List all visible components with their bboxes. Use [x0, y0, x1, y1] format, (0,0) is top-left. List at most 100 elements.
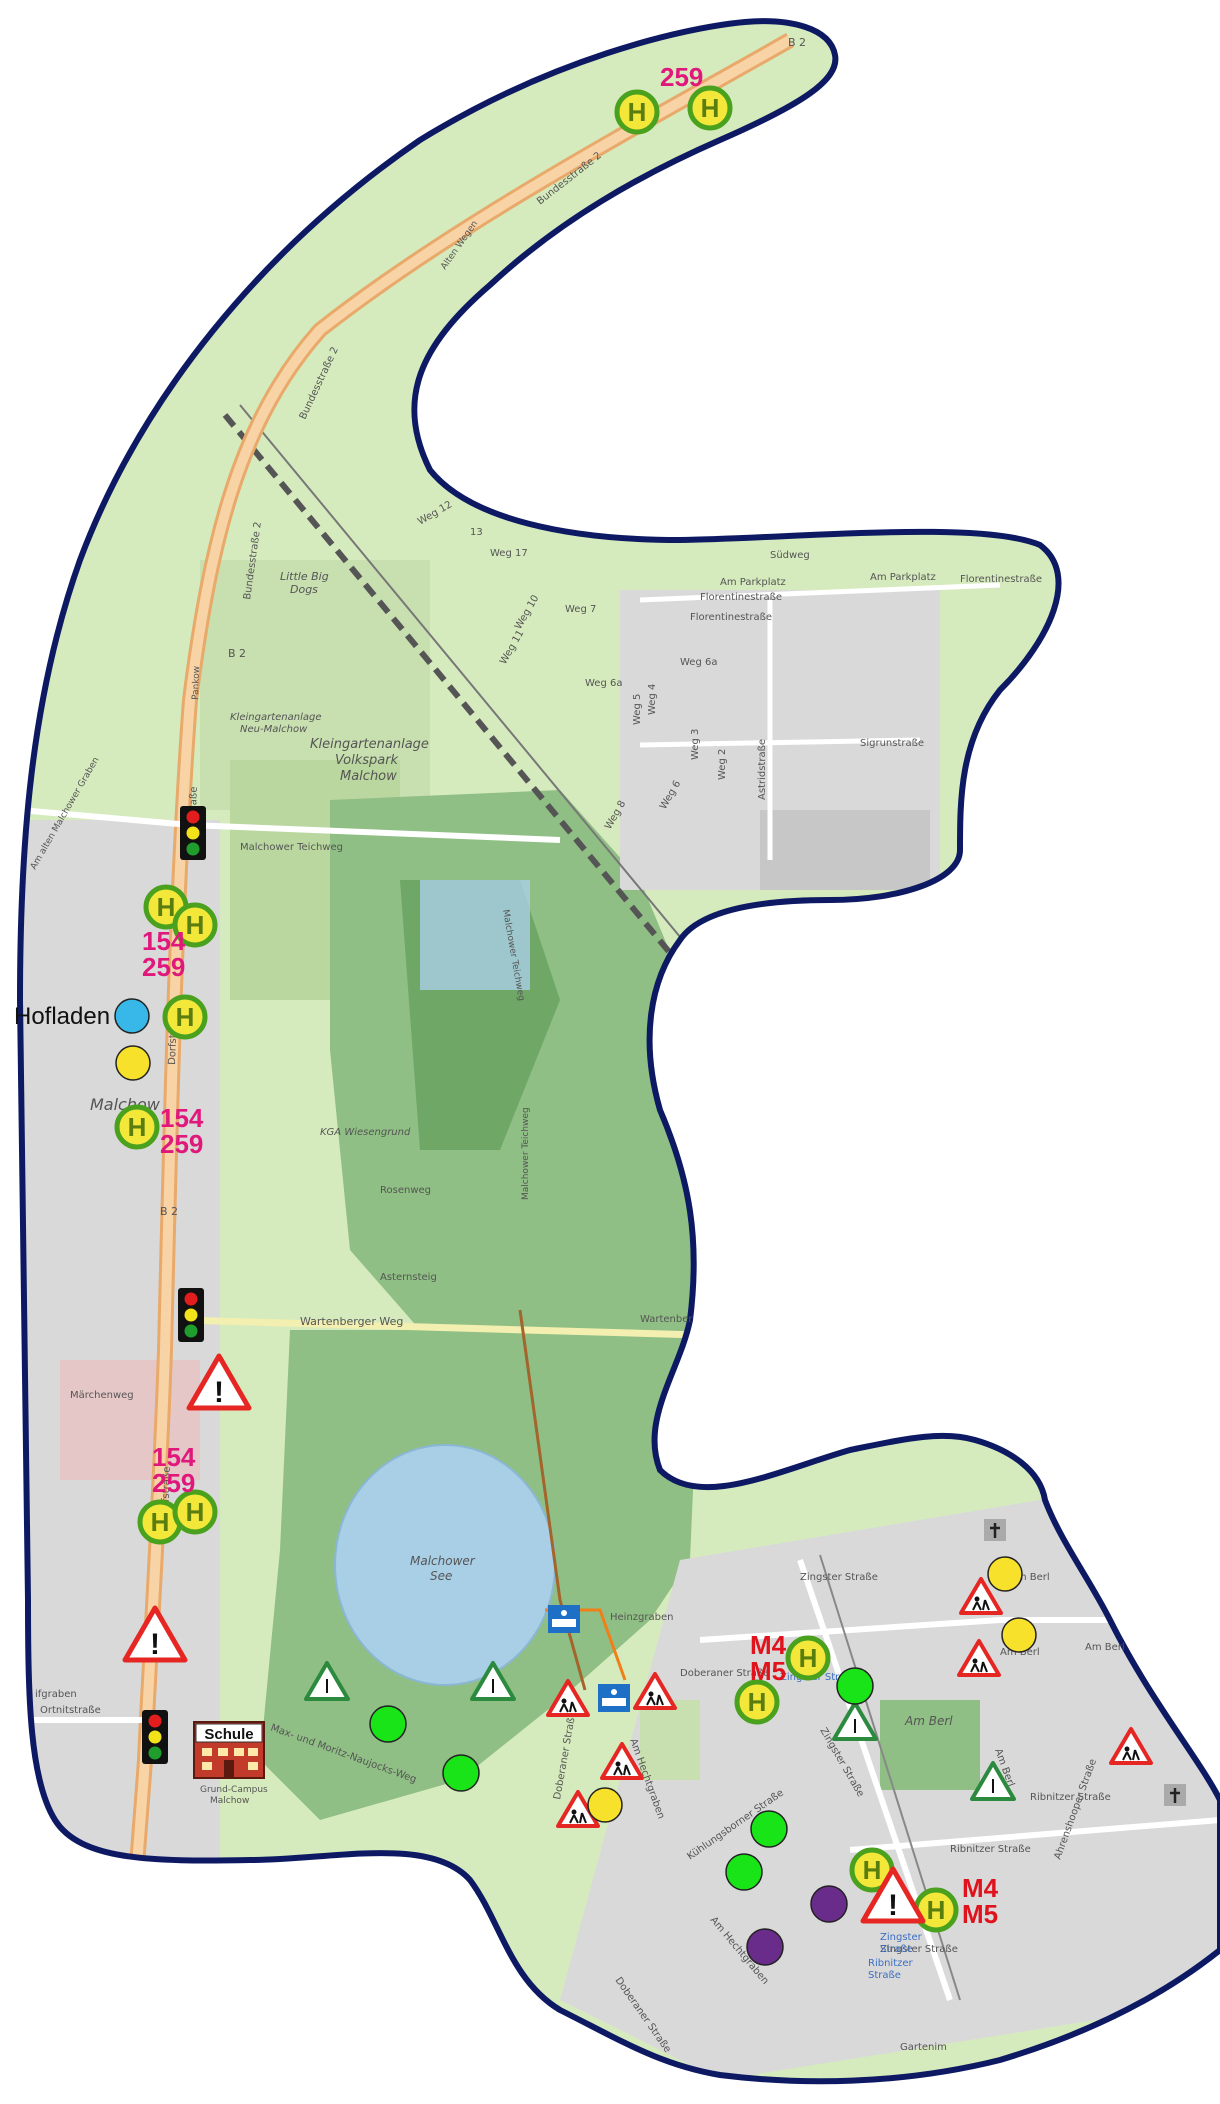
street-label: Heinzgraben [610, 1612, 673, 1623]
street-label: Weg 6a [585, 678, 622, 689]
school-caption: Grund-Campus [200, 1785, 268, 1795]
blue-marker[interactable] [114, 998, 150, 1034]
street-label: Rosenweg [380, 1185, 431, 1196]
street-label: Weg 17 [490, 548, 528, 559]
street-label: Ortnitstraße [40, 1705, 101, 1716]
svg-text:H: H [186, 1497, 205, 1527]
street-label: Weg 7 [565, 604, 596, 615]
area-boundary [16, 18, 1220, 2085]
tram-stop-icon[interactable]: H [734, 1679, 780, 1725]
svg-text:H: H [186, 910, 205, 940]
children-crossing-icon [633, 1672, 677, 1710]
danger-warning-icon: ! [122, 1605, 188, 1663]
street-label: Weg 5 [632, 694, 643, 725]
yellow-marker[interactable] [1001, 1617, 1037, 1653]
street-label: Ribnitzer Straße [950, 1844, 1031, 1855]
place-label: See [430, 1569, 452, 1583]
bus-stop-icon[interactable]: H [614, 89, 660, 135]
place-label: Malchow [340, 769, 397, 784]
street-label: Pankow [191, 666, 202, 700]
purple-marker[interactable] [810, 1885, 848, 1923]
yellow-marker[interactable] [115, 1045, 151, 1081]
tram-stop-icon[interactable]: H [785, 1635, 831, 1681]
yellow-marker[interactable] [587, 1787, 623, 1823]
green-triangle-icon [970, 1761, 1016, 1801]
school-icon[interactable]: Schule [193, 1721, 265, 1779]
street-label: Wartenberger Weg [300, 1315, 403, 1328]
cemetery-cross-icon [1164, 1784, 1186, 1806]
tram-line-number: M4 [750, 1630, 787, 1660]
green-marker[interactable] [369, 1705, 407, 1743]
tram-stop-icon[interactable]: H [849, 1847, 895, 1893]
children-crossing-icon [600, 1742, 644, 1780]
street-label: Ribnitzer [868, 1958, 914, 1969]
street-label: ifgraben [35, 1689, 77, 1700]
route-number: 259 [160, 1129, 203, 1159]
bus-stop-icon[interactable]: H [114, 1104, 160, 1150]
place-label: Malchower [410, 1554, 476, 1568]
place-label: KGA Wiesengrund [320, 1127, 411, 1138]
children-crossing-icon [957, 1639, 1001, 1677]
tram-line-number: M4 [962, 1873, 999, 1903]
street-label: Am Parkplatz [720, 577, 786, 588]
green-marker[interactable] [750, 1810, 788, 1848]
street-label: Florentinestraße [690, 612, 772, 623]
svg-text:H: H [151, 1507, 170, 1537]
street-label: Zingster [880, 1932, 923, 1943]
cemetery-cross-icon [984, 1519, 1006, 1541]
street-label: Weg 2 [717, 749, 728, 780]
children-crossing-icon [1109, 1727, 1153, 1765]
route-number: 154 [152, 1442, 196, 1472]
place-label: Dogs [290, 583, 318, 596]
yellow-marker[interactable] [987, 1556, 1023, 1592]
svg-text:H: H [927, 1895, 946, 1925]
street-label: Sigrunstraße [860, 738, 924, 749]
street-label: Malchower Teichweg [240, 842, 343, 853]
tram-line-number: M5 [750, 1656, 786, 1686]
place-label: Neu-Malchow [240, 724, 308, 735]
green-marker[interactable] [725, 1853, 763, 1891]
street-label: Asternsteig [380, 1272, 437, 1283]
tram-line-number: M5 [962, 1899, 998, 1929]
place-label: Am Berl [904, 1714, 953, 1728]
svg-text:!: ! [214, 1376, 224, 1409]
svg-text:H: H [157, 892, 176, 922]
svg-text:H: H [748, 1687, 767, 1717]
street-label: Am Berl [1010, 1572, 1050, 1583]
svg-text:H: H [863, 1855, 882, 1885]
green-triangle-icon [470, 1661, 516, 1701]
svg-text:!: ! [888, 1889, 898, 1922]
street-label: Doberaner Straße [680, 1668, 769, 1679]
svg-text:H: H [701, 93, 720, 123]
purple-marker[interactable] [746, 1928, 784, 1966]
traffic-light-icon [180, 806, 206, 860]
street-label: Weg 4 [647, 684, 658, 715]
street-label: Märchenweg [70, 1390, 134, 1401]
street-label: Gartenim [900, 2042, 947, 2053]
street-label: B 2 [160, 1205, 178, 1218]
street-label: Wartenber [640, 1314, 693, 1325]
traffic-light-icon [178, 1288, 204, 1342]
route-number: 259 [660, 62, 703, 92]
street-label: Zingster Straße [800, 1572, 878, 1583]
route-number: 154 [142, 926, 186, 956]
green-triangle-icon [304, 1661, 350, 1701]
street-label: B 2 [228, 647, 246, 660]
bus-stop-icon[interactable]: H [687, 85, 733, 131]
children-crossing-icon [959, 1577, 1003, 1615]
place-label: Volkspark [335, 753, 399, 768]
place-label: Kleingartenanlage [230, 712, 321, 723]
hofladen-label: Hofladen [14, 1003, 110, 1030]
bus-stop-icon[interactable]: H [172, 902, 218, 948]
danger-warning-icon: ! [860, 1866, 926, 1924]
street-label: Zingster Straße [880, 1944, 958, 1955]
bus-stop-icon[interactable]: H [162, 994, 208, 1040]
street-label: Malchower Teichweg [521, 1107, 531, 1200]
green-marker[interactable] [442, 1754, 480, 1792]
green-marker[interactable] [836, 1667, 874, 1705]
bus-stop-icon[interactable]: H [172, 1489, 218, 1535]
place-labels: Little Big Dogs Kleingartenanlage Neu-Ma… [90, 570, 953, 1728]
street-label: Florentinestraße [960, 574, 1042, 585]
tram-stop-icon[interactable]: H [913, 1887, 959, 1933]
